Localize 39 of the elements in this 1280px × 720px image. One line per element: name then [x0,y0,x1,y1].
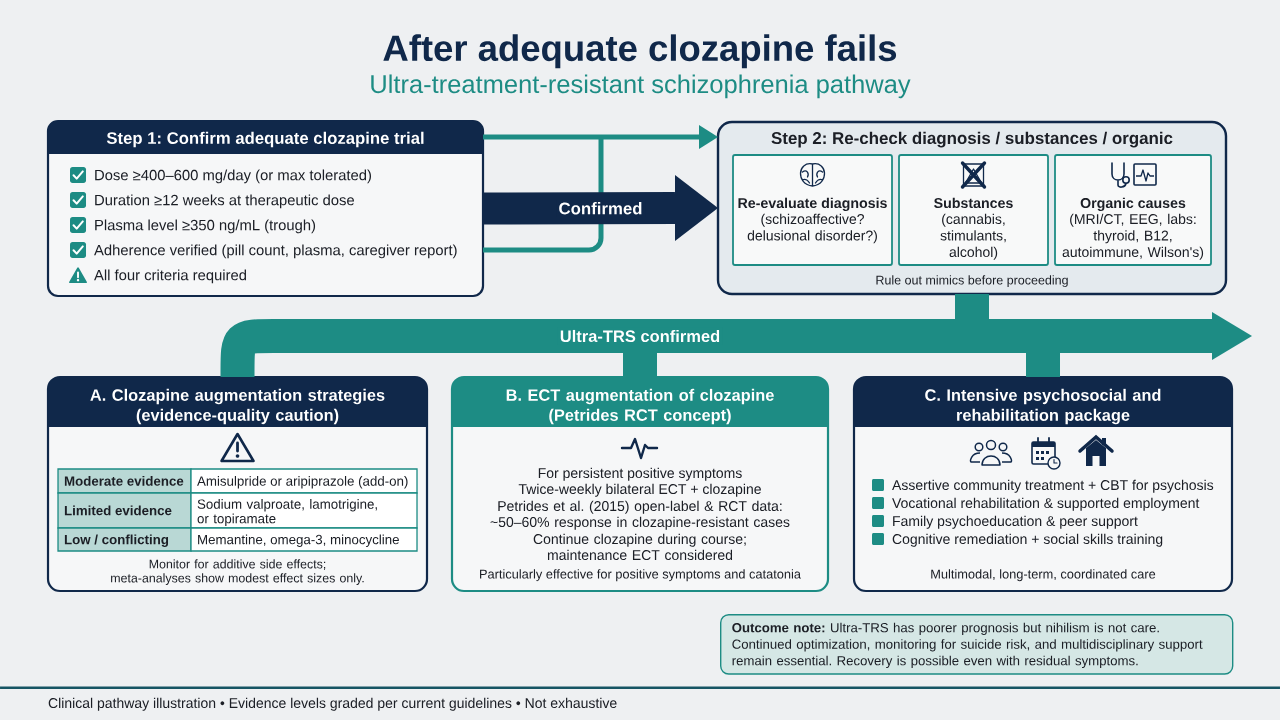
footnote-text: Particularly effective for positive symptoms and catatonia [480,569,801,582]
table-cell: Amisulpride or aripiprazole (add-on) [190,468,418,494]
category-title: Re-evaluate diagnosis [738,197,887,211]
row-header-cell: Limited evidence [57,492,192,529]
category-title: Substances [934,197,1013,209]
list-item: Cognitive remediation + social skills training [892,533,1163,547]
box-heading: Step 2: Re-check diagnosis / substances / organic [771,131,1173,148]
subtitle: Ultra-treatment-resistant schizophrenia pathway [371,74,911,99]
footnote-text: Rule out mimics before proceeding [876,275,1068,287]
box-header: Step 1: Confirm adequate clozapine trial [48,121,483,154]
body-text: For persistent positive symptoms [538,467,742,481]
category-text: (MRI/CT, EEG, labs: thyroid, B12, autoimmune, Wilson's) [1062,213,1204,260]
card-header: B. ECT augmentation of clozapine (Petrides RCT concept) [452,377,828,427]
table-cell: Memantine, omega-3, minocycline [190,527,418,552]
footer-note: Clinical pathway illustration • Evidence levels graded per current guidelines • Not exhaustive [48,697,617,711]
card-header: C. Intensive psychosocial and rehabilitation package [854,377,1232,427]
table-cell: Sodium valproate, lamotrigine, or topiramate [190,492,418,529]
body-text: Petrides et al. (2015) open-label & RCT data: ~50–60% response in clozapine-resistant cases [490,500,790,530]
title: After adequate clozapine fails [383,34,897,69]
note-text: All four criteria required [94,269,246,284]
card-header: A. Clozapine augmentation strategies (evidence-quality caution) [48,377,427,427]
category-text: (schizoaffective? delusional disorder?) [747,213,877,244]
list-item: Assertive community treatment + CBT for psychosis [892,479,1214,493]
footnote-text: Multimodal, long-term, coordinated care [931,569,1156,582]
checklist-item: Plasma level ≥350 ng/mL (trough) [95,219,316,234]
row-header-cell: Low / conflicting [57,527,192,552]
category-title: Organic causes [1080,197,1186,211]
list-item: Family psychoeducation & peer support [893,515,1138,529]
row-header-cell: Moderate evidence [57,468,192,494]
note-box: Outcome note: Ultra-TRS has poorer prognosis but nihilism is not care. Continued optimization, monitoring for suicide risk, and multidisciplinary support remain essential. Recovery is possible even with residual symptoms. [720,614,1234,675]
footnote-text: Monitor for additive side effects; meta-analyses show modest effect sizes only. [111,559,364,585]
checklist-item: Duration ≥12 weeks at therapeutic dose [95,194,354,209]
body-text: Twice-weekly bilateral ECT + clozapine [518,483,761,497]
list-item: Vocational rehabilitation & supported employment [892,497,1200,511]
edge-label: Ultra-TRS confirmed [557,327,723,345]
checklist-item: Dose ≥400–600 mg/day (or max tolerated) [95,169,371,184]
checklist-item: Adherence verified (pill count, plasma, caregiver report) [94,244,457,259]
category-text: (cannabis, stimulants, alcohol) [940,213,1006,260]
body-text: Continue clozapine during course; maintenance ECT considered [533,533,746,561]
